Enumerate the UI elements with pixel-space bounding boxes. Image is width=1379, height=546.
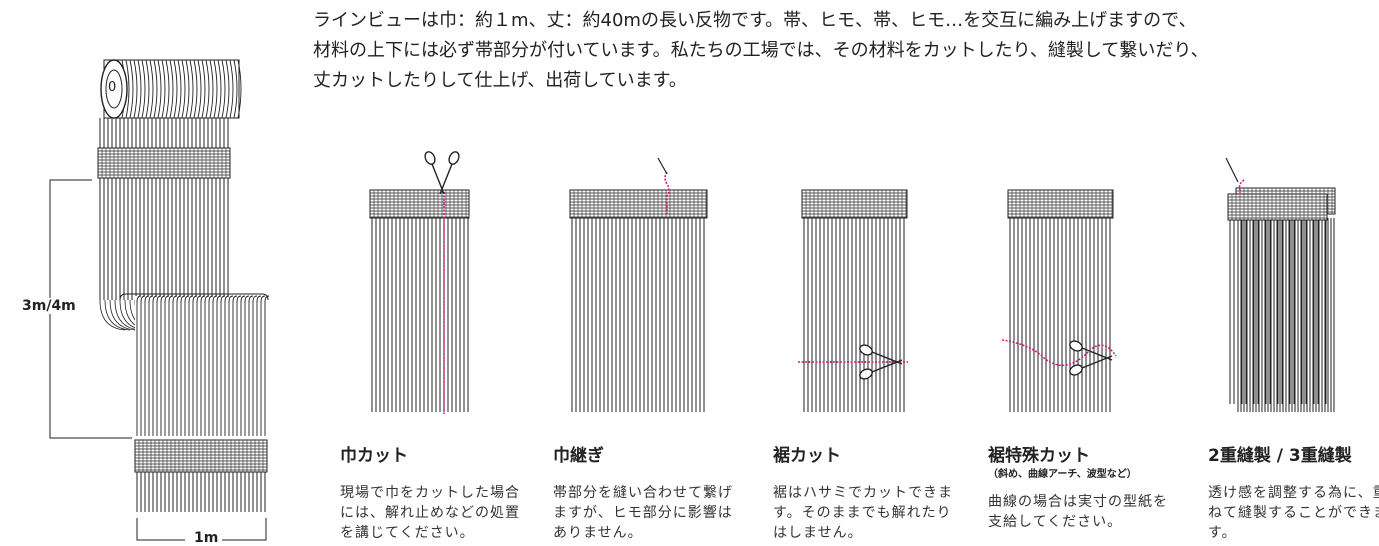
width-dimension-line xyxy=(136,518,267,541)
panel-description: 曲線の場合は実寸の型紙を支給してください。 xyxy=(988,494,1168,530)
scissors-icon xyxy=(1069,340,1113,376)
width-dimension-label: 1m xyxy=(190,530,223,546)
panel-title: 巾カット xyxy=(340,446,408,466)
intro-line-3: 丈カットしたりして仕上げ、出荷しています。 xyxy=(313,70,687,91)
height-dimension-label: 3m/4m xyxy=(20,298,78,314)
panel-title: 2重縫製 / 3重縫製 xyxy=(1208,446,1352,466)
seam-line xyxy=(664,171,670,216)
panel-width-cut: 巾カット 現場で巾をカットした場合には、解れ止めなどの処置を講じてください。 xyxy=(340,445,520,543)
illustration-width-cut xyxy=(369,151,470,414)
panel-subtitle: （斜め、曲線アーチ、波型など） xyxy=(988,469,1137,480)
intro-line-2: 材料の上下には必ず帯部分が付いています。私たちの工場では、その材料をカットしたり… xyxy=(313,40,1209,61)
panel-description: 現場で巾をカットした場合には、解れ止めなどの処置を講じてください。 xyxy=(340,485,520,541)
panel-title: 裾カット xyxy=(773,446,841,466)
panel-double-sewing: 2重縫製 / 3重縫製 透け感を調整する為に、重ねて縫製することができます。 xyxy=(1208,445,1379,543)
curve-cut-line xyxy=(1001,339,1117,367)
intro-line-1: ラインビューは巾：約１m、丈：約40mの長い反物です。帯、ヒモ、帯、ヒモ…を交互… xyxy=(313,10,1197,31)
roll-core-label: 0 xyxy=(108,80,117,95)
illustration-width-join xyxy=(569,157,708,412)
illustration-hem-cut xyxy=(798,189,908,412)
illustration-double-sewing xyxy=(1225,157,1336,412)
panel-description: 帯部分を縫い合わせて繋げますが、ヒモ部分に影響はありません。 xyxy=(553,485,733,541)
roll-artwork xyxy=(49,59,270,541)
panel-title: 巾継ぎ xyxy=(553,446,604,466)
scissors-icon xyxy=(859,344,903,380)
scissors-icon xyxy=(424,151,460,195)
panel-width-join: 巾継ぎ 帯部分を縫い合わせて繋げますが、ヒモ部分に影響はありません。 xyxy=(553,445,733,543)
intro-text: ラインビューは巾：約１m、丈：約40mの長い反物です。帯、ヒモ、帯、ヒモ…を交互… xyxy=(313,6,1379,96)
panel-description: 裾はハサミでカットできます。そのままでも解れたりはしません。 xyxy=(773,485,953,541)
illustration-special-hem-cut xyxy=(1001,189,1117,412)
needle-icon xyxy=(657,157,668,175)
fabric-roll-diagram xyxy=(49,59,270,541)
panel-title: 裾特殊カット xyxy=(988,446,1090,466)
needle-icon xyxy=(1225,157,1239,183)
panel-description: 透け感を調整する為に、重ねて縫製することができます。 xyxy=(1208,485,1379,541)
panel-hem-cut: 裾カット 裾はハサミでカットできます。そのままでも解れたりはしません。 xyxy=(773,445,953,543)
panel-special-hem-cut: 裾特殊カット （斜め、曲線アーチ、波型など） 曲線の場合は実寸の型紙を支給してく… xyxy=(988,445,1168,532)
seam-line xyxy=(1238,179,1245,196)
